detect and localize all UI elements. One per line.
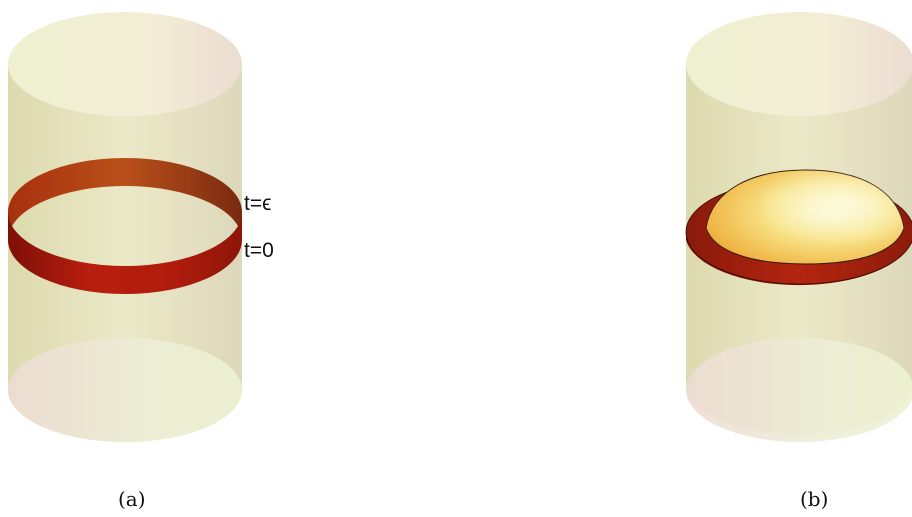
caption-b: (b) (800, 487, 828, 511)
label-t-zero: t=0 (244, 239, 274, 262)
label-t-epsilon: t=ϵ (244, 192, 271, 215)
panel-b: (b) (685, 12, 912, 511)
cylinder-b-top (686, 12, 912, 116)
cylinder-a-bottom (8, 338, 242, 442)
cylinder-b-bottom (686, 338, 912, 442)
caption-a: (a) (118, 487, 146, 511)
cylinder-a-top (8, 12, 242, 116)
band-a-back (8, 158, 242, 240)
cap-b-highlight (706, 170, 904, 264)
band-a-front (8, 212, 242, 294)
panel-a: t=ϵ t=0 (a) (8, 12, 274, 511)
